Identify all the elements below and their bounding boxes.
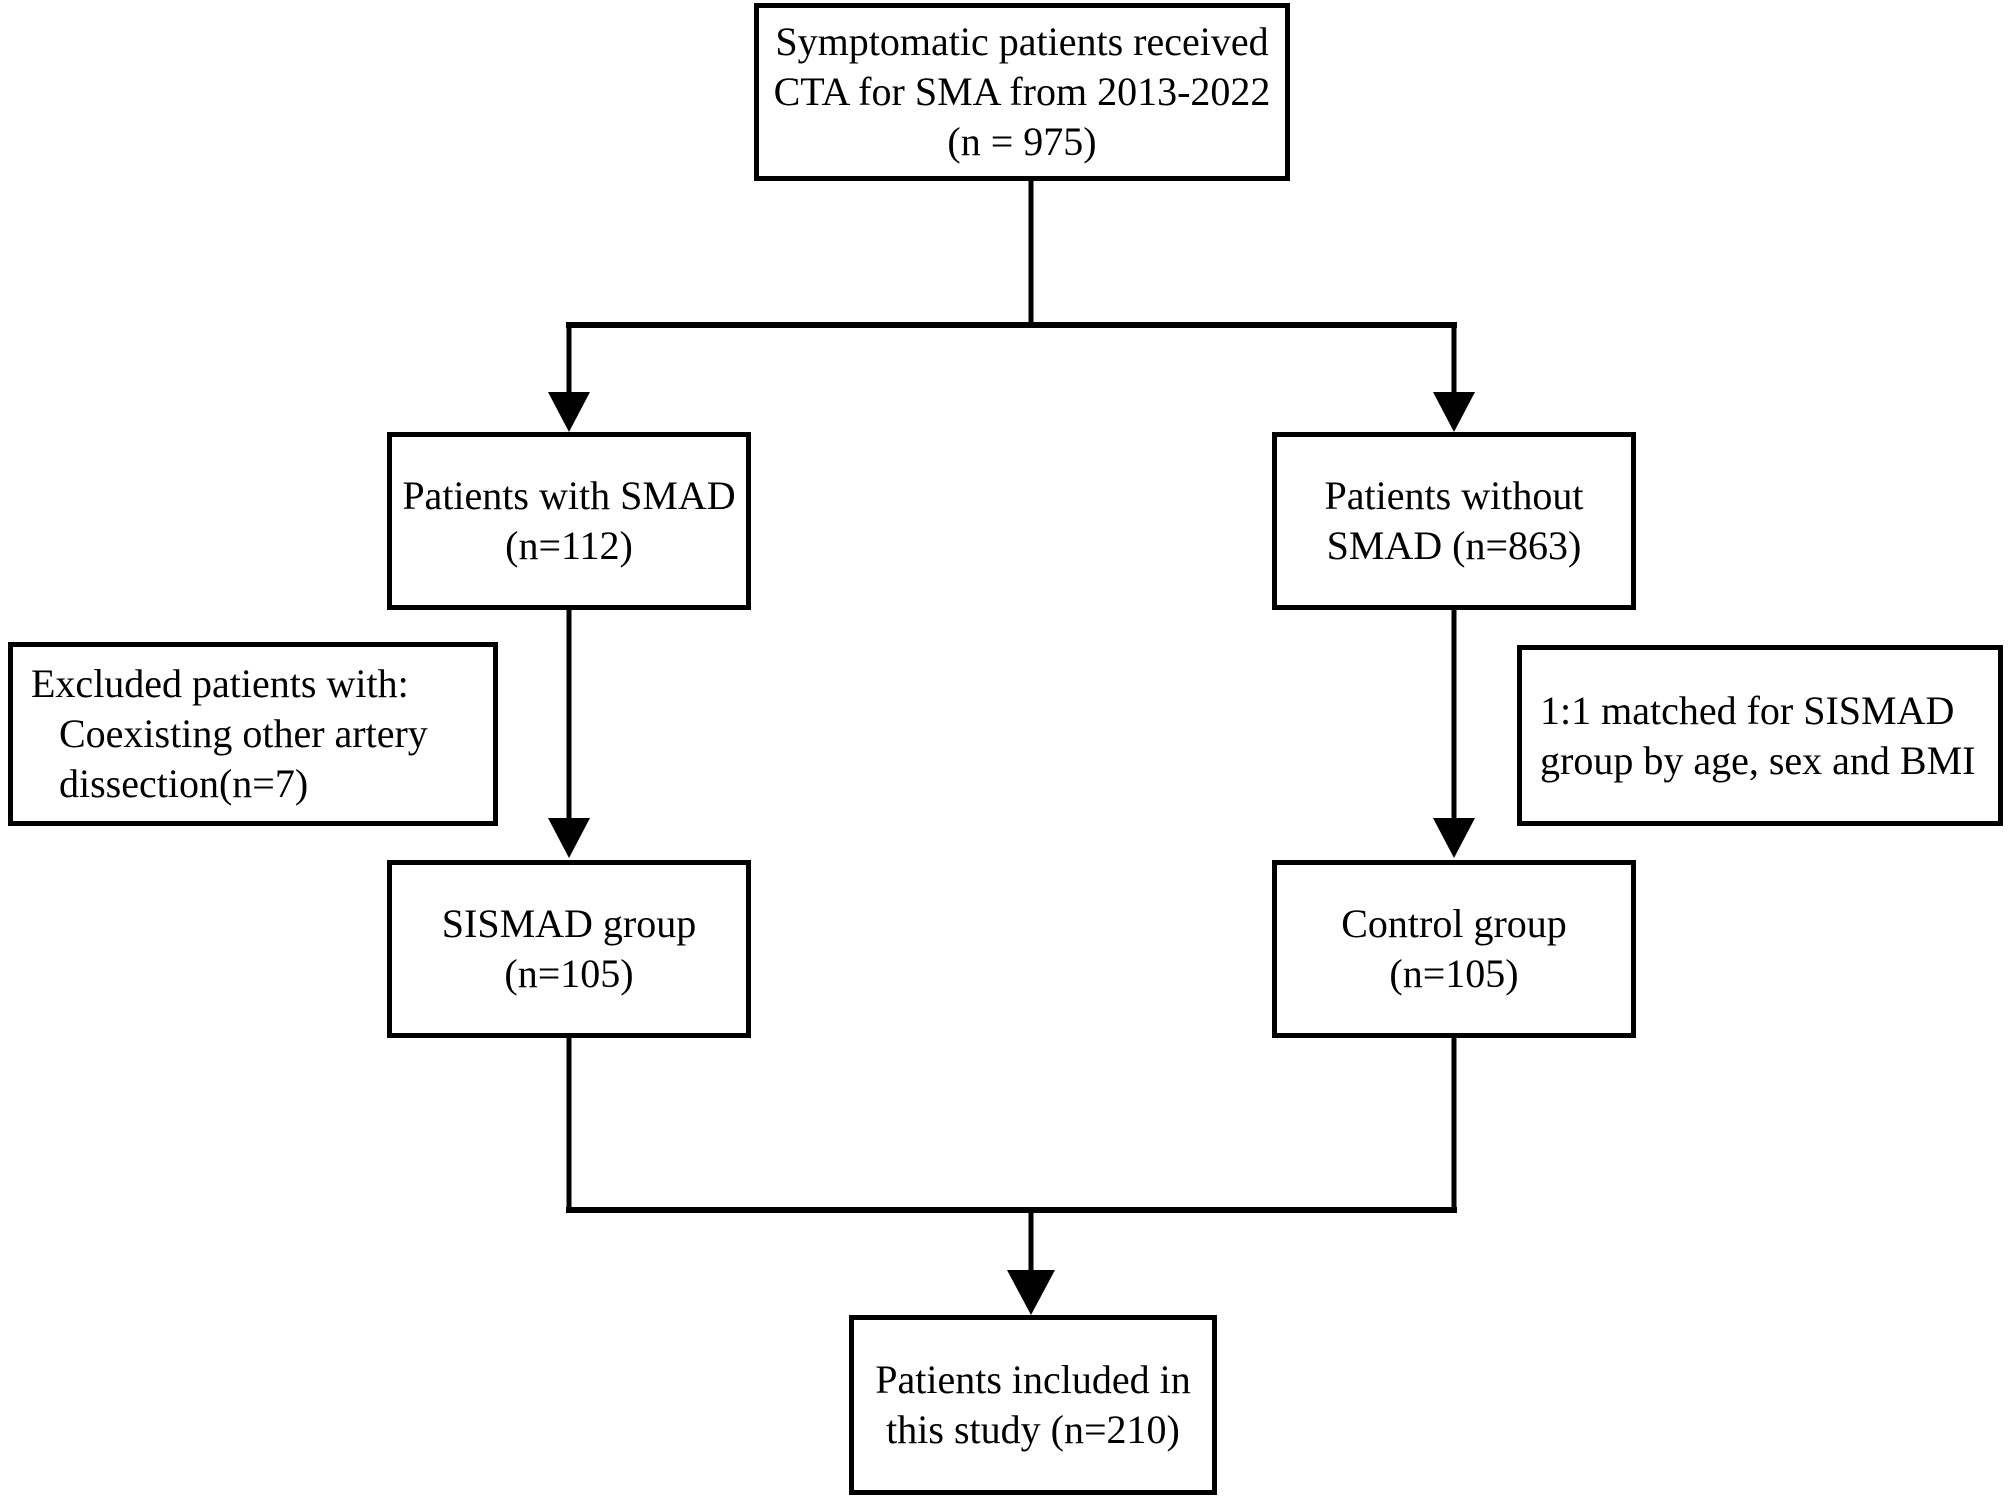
node-sismad-group: SISMAD group (n=105) (387, 860, 751, 1038)
node-patients-with-smad: Patients with SMAD (n=112) (387, 432, 751, 610)
arrowhead-control (1433, 818, 1475, 858)
arrowhead-branch-left (548, 392, 590, 432)
node-text-line: dissection(n=7) (59, 761, 309, 806)
node-text-line: Patients without (1324, 473, 1584, 518)
node-text-line: Symptomatic patients received (775, 19, 1269, 64)
node-text-line: Control group (1341, 901, 1567, 946)
node-text-line: SMAD (n=863) (1326, 523, 1582, 568)
node-text-line: group by age, sex and BMI (1540, 737, 1976, 783)
arrowhead-branch-right (1433, 392, 1475, 432)
node-text-line: this study (n=210) (886, 1407, 1180, 1452)
node-text-line: (n = 975) (947, 119, 1097, 164)
node-text-line: SISMAD group (441, 901, 697, 946)
node-text-line: (n=112) (505, 523, 633, 568)
node-text-line: Patients with SMAD (402, 473, 736, 518)
node-included-patients: Patients included in this study (n=210) (849, 1315, 1217, 1495)
node-text-line: (n=105) (504, 951, 634, 996)
arrowhead-included (1007, 1270, 1055, 1315)
node-patients-without-smad: Patients without SMAD (n=863) (1272, 432, 1636, 610)
node-excluded-patients: Excluded patients with: Coexisting other… (8, 642, 498, 826)
node-control-group: Control group (n=105) (1272, 860, 1636, 1038)
node-text-line: Coexisting other artery (59, 711, 428, 756)
node-matching-note: 1:1 matched for SISMAD group by age, sex… (1517, 645, 2003, 826)
node-source-population: Symptomatic patients received CTA for SM… (754, 3, 1290, 181)
arrowhead-sismad (548, 818, 590, 858)
node-text-line: Excluded patients with: (31, 661, 409, 706)
node-text-line: CTA for SMA from 2013-2022 (773, 69, 1271, 114)
node-text-line: (n=105) (1389, 951, 1519, 996)
node-text-line: 1:1 matched for SISMAD (1540, 687, 1955, 733)
node-text-line: Patients included in (875, 1357, 1191, 1402)
